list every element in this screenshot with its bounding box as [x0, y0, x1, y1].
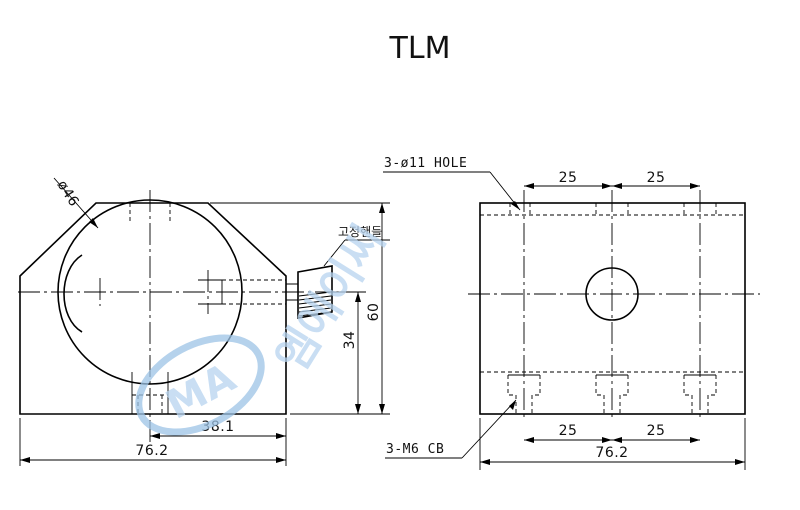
handle-label: 고정핸들: [338, 224, 382, 239]
left-view: ø46 60 34 38.1 76.2: [18, 178, 390, 466]
top-pitch-left: 25: [559, 170, 578, 186]
top-pitch-right: 25: [647, 170, 666, 186]
drawing-title: TLM: [389, 31, 451, 66]
handle-knob: [297, 265, 333, 319]
watermark-logo-ring: [135, 334, 265, 436]
center-height-dimension: 34: [342, 331, 358, 350]
bore-recess-arc: [63, 254, 83, 333]
left-width-dimension: 76.2: [135, 443, 168, 459]
hole-note: 3-ø11 HOLE: [384, 156, 467, 171]
right-view: 3-ø11 HOLE 25 25 25 25 3-M6 CB 76.2: [383, 156, 760, 470]
watermark-logo-letters: MA: [159, 355, 243, 429]
right-body-outline: [479, 202, 746, 415]
fixing-handle: 고정핸들: [297, 224, 390, 319]
bottom-counterbores: [507, 374, 717, 414]
bottom-counterbore: [131, 372, 169, 414]
right-width-dimension: 76.2: [595, 445, 628, 461]
height-dimension: 60: [366, 303, 382, 322]
bottom-pitch-right: 25: [647, 423, 666, 439]
thread-note: 3-M6 CB: [386, 442, 444, 457]
bottom-pitch-left: 25: [559, 423, 578, 439]
left-body-outline: [19, 202, 287, 415]
